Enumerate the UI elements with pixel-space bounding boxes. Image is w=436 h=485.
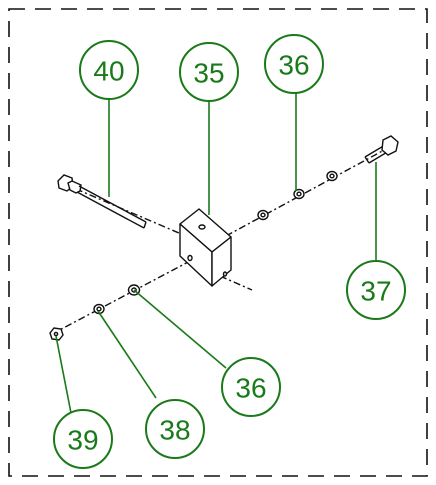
callout-37-label: 37 [360, 276, 391, 307]
lower-washers-part-36-38 [93, 284, 141, 315]
callout-35: 35 [179, 42, 239, 102]
callout-36-upper-label: 36 [278, 50, 309, 81]
callout-40: 40 [79, 40, 139, 100]
callout-35-label: 35 [193, 58, 224, 89]
callout-38: 38 [145, 399, 205, 459]
callout-36-lower: 36 [221, 357, 281, 417]
leader-lines [55, 92, 377, 414]
callout-38-label: 38 [159, 415, 190, 446]
dashed-frame [8, 8, 428, 477]
callout-36-lower-label: 36 [235, 373, 266, 404]
long-bolt-part-40 [57, 174, 147, 229]
callout-39: 39 [53, 409, 113, 469]
callout-39-label: 39 [67, 425, 98, 456]
right-bolt-part-37 [364, 135, 399, 164]
spacer-block-part-35 [179, 208, 232, 287]
assembly-centerlines [51, 148, 387, 335]
callout-37: 37 [346, 260, 406, 320]
nut-part-39 [49, 327, 64, 341]
callout-40-label: 40 [93, 56, 124, 87]
callout-36-upper: 36 [264, 34, 324, 94]
right-washers-part-36 [257, 170, 338, 221]
